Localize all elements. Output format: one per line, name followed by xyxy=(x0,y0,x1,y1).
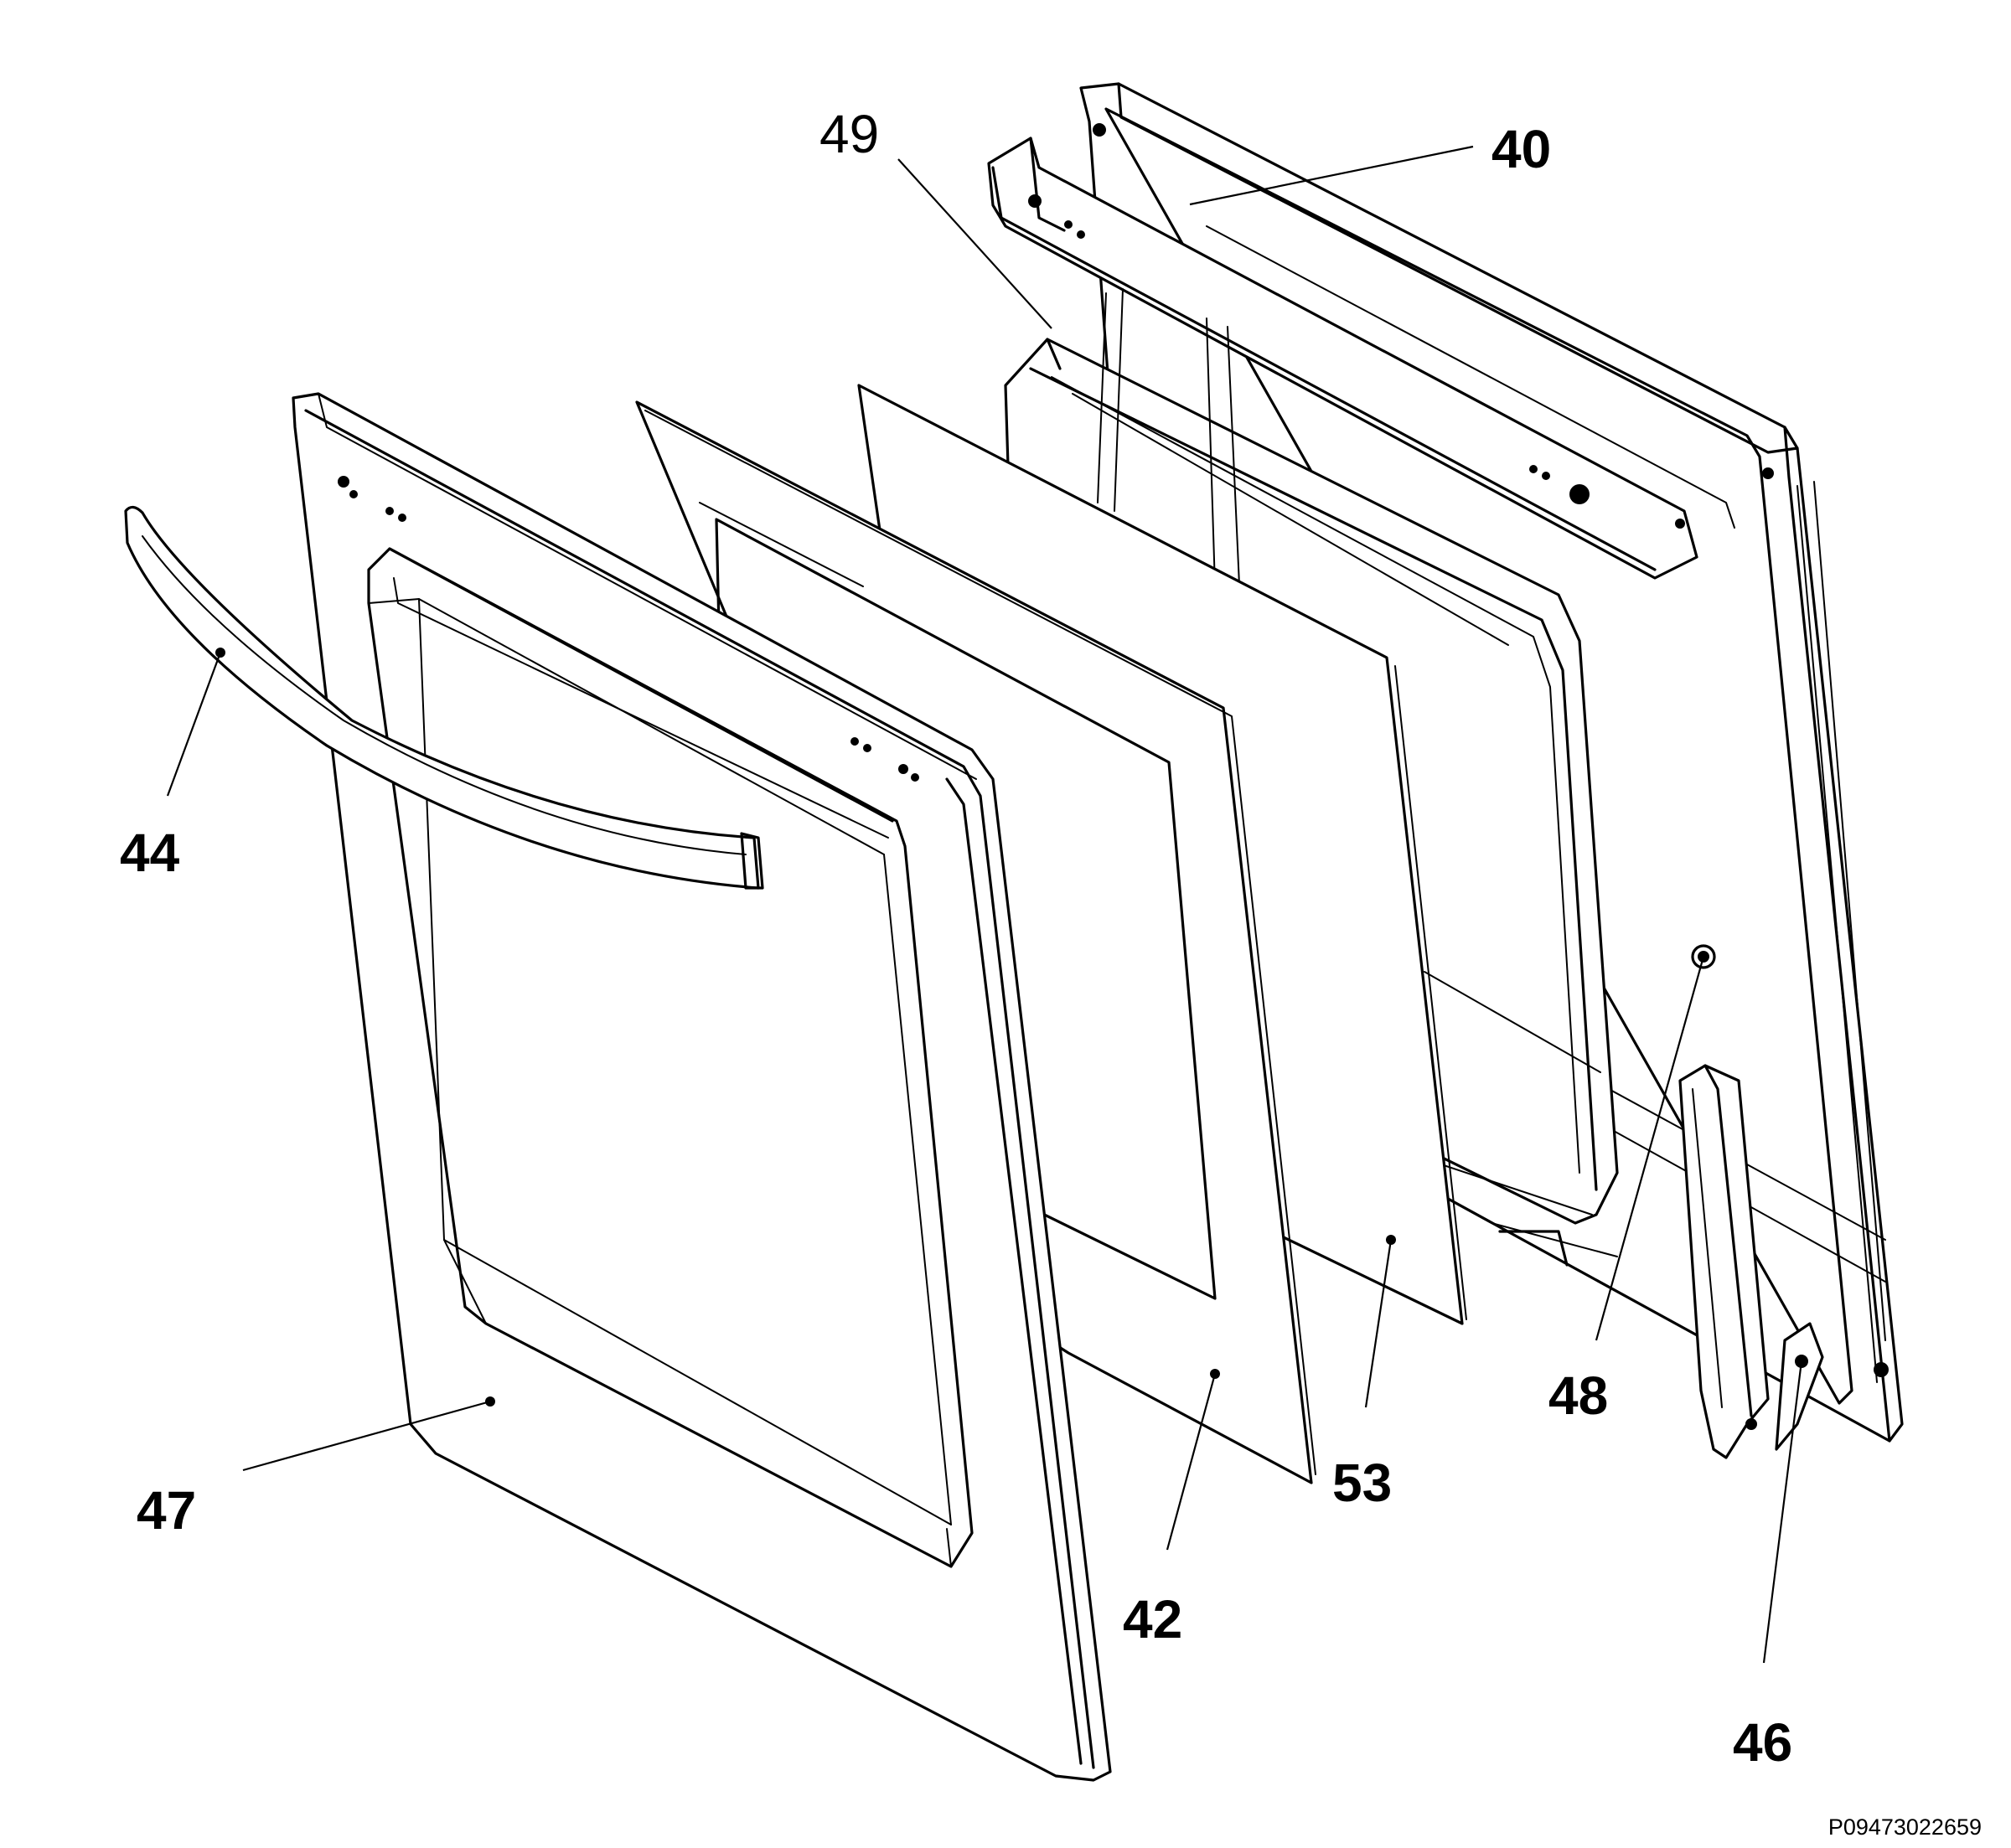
callout-53: 53 xyxy=(1332,1453,1392,1513)
leader-lines xyxy=(166,145,1803,1664)
leader-40 xyxy=(1189,145,1474,206)
callout-46: 46 xyxy=(1733,1712,1792,1773)
leader-53 xyxy=(1364,1239,1393,1408)
callout-42: 42 xyxy=(1123,1589,1182,1649)
callouts: 40 49 44 47 42 53 48 46 xyxy=(120,104,1792,1773)
leader-48 xyxy=(1595,956,1705,1341)
leader-46 xyxy=(1762,1360,1803,1664)
part-44-door-handle xyxy=(124,505,764,890)
leader-47 xyxy=(242,1400,491,1472)
callout-40: 40 xyxy=(1491,119,1551,179)
callout-48: 48 xyxy=(1548,1365,1608,1426)
callout-49: 49 xyxy=(819,104,879,164)
callout-47: 47 xyxy=(137,1480,196,1541)
reference-code: P09473022659 xyxy=(1828,1814,1982,1840)
leader-49 xyxy=(897,158,1052,329)
part-46-hinge xyxy=(1678,1064,1824,1459)
leader-44 xyxy=(166,652,222,797)
top-hinge-rail xyxy=(987,137,1698,580)
callout-44: 44 xyxy=(120,823,180,883)
leader-42 xyxy=(1166,1373,1217,1551)
